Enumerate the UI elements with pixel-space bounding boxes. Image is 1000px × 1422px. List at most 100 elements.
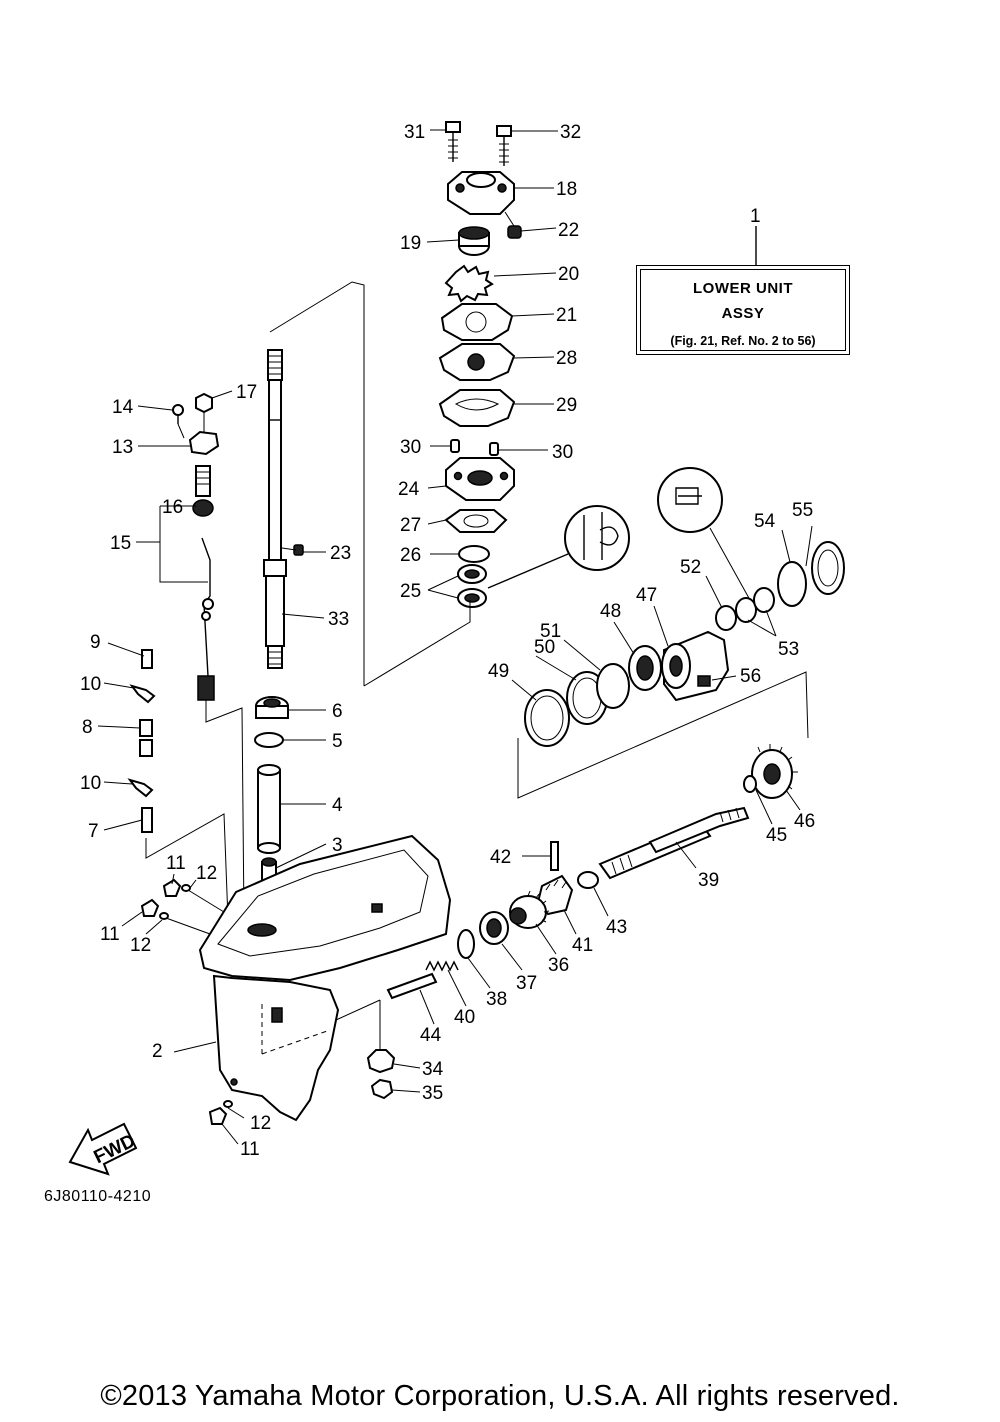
washer-12b[interactable] xyxy=(159,912,169,920)
label-part-6[interactable]: 6 xyxy=(332,701,343,722)
label-part-31[interactable]: 31 xyxy=(404,122,425,143)
label-part-26[interactable]: 26 xyxy=(400,545,421,566)
label-part-10b[interactable]: 10 xyxy=(80,773,101,794)
label-part-24[interactable]: 24 xyxy=(398,479,420,500)
rod-7[interactable] xyxy=(141,807,153,833)
label-part-11a[interactable]: 11 xyxy=(166,853,186,874)
label-part-47[interactable]: 47 xyxy=(636,585,657,606)
shim-49[interactable] xyxy=(524,689,570,747)
bolt-31[interactable] xyxy=(445,121,461,162)
label-part-56[interactable]: 56 xyxy=(740,666,761,687)
clip-10a[interactable] xyxy=(129,684,156,704)
label-part-45[interactable]: 45 xyxy=(766,825,787,846)
label-part-8[interactable]: 8 xyxy=(82,717,93,738)
bolt-11c[interactable] xyxy=(208,1106,228,1125)
label-part-32[interactable]: 32 xyxy=(560,122,581,143)
label-part-49[interactable]: 49 xyxy=(488,661,509,682)
gasket-29[interactable] xyxy=(438,389,516,427)
joint-8[interactable] xyxy=(139,719,153,737)
o-ring-51[interactable] xyxy=(596,663,630,709)
oil-seal-53a[interactable] xyxy=(735,597,757,623)
oil-seals-25[interactable] xyxy=(457,564,487,608)
taper-bearing-37[interactable] xyxy=(479,911,509,945)
pump-case-24[interactable] xyxy=(445,457,515,501)
bearing-48[interactable] xyxy=(628,645,662,691)
label-part-16[interactable]: 16 xyxy=(162,497,183,518)
oil-seal-53b[interactable] xyxy=(753,587,775,613)
label-part-52[interactable]: 52 xyxy=(680,557,701,578)
label-part-7[interactable]: 7 xyxy=(88,821,99,842)
label-part-4[interactable]: 4 xyxy=(332,795,343,816)
grommet-16[interactable] xyxy=(192,465,214,517)
shift-cam-13[interactable] xyxy=(188,430,220,456)
label-part-19[interactable]: 19 xyxy=(400,233,421,254)
washer-45[interactable] xyxy=(743,775,757,793)
forward-gear-36[interactable] xyxy=(509,890,550,929)
label-part-53[interactable]: 53 xyxy=(778,639,799,660)
label-part-42[interactable]: 42 xyxy=(490,847,511,868)
label-part-33[interactable]: 33 xyxy=(328,609,349,630)
label-part-55[interactable]: 55 xyxy=(792,500,813,521)
label-part-35[interactable]: 35 xyxy=(422,1083,443,1104)
label-part-38[interactable]: 38 xyxy=(486,989,507,1010)
lower-case-2[interactable] xyxy=(198,834,452,1122)
label-part-22[interactable]: 22 xyxy=(558,220,579,241)
pinion-34[interactable] xyxy=(366,1049,396,1074)
impeller-20[interactable] xyxy=(444,264,494,303)
clip-10b[interactable] xyxy=(127,778,154,798)
bolt-32[interactable] xyxy=(496,125,512,166)
label-part-30b[interactable]: 30 xyxy=(552,442,573,463)
label-part-12a[interactable]: 12 xyxy=(196,863,217,884)
label-part-40[interactable]: 40 xyxy=(454,1007,475,1028)
shift-plunger-44[interactable] xyxy=(386,972,438,1000)
label-part-36[interactable]: 36 xyxy=(548,955,569,976)
washer-5[interactable] xyxy=(254,732,284,748)
label-part-30a[interactable]: 30 xyxy=(400,437,421,458)
label-part-3[interactable]: 3 xyxy=(332,835,343,856)
o-ring-26[interactable] xyxy=(458,545,490,563)
prop-shaft-housing-47[interactable] xyxy=(661,630,730,702)
label-part-46[interactable]: 46 xyxy=(794,811,815,832)
shim-38[interactable] xyxy=(457,929,475,959)
label-part-12c[interactable]: 12 xyxy=(250,1113,271,1134)
label-part-48[interactable]: 48 xyxy=(600,601,621,622)
label-part-12b[interactable]: 12 xyxy=(130,935,151,956)
bolt-11b[interactable] xyxy=(140,898,160,917)
label-part-5[interactable]: 5 xyxy=(332,731,343,752)
drive-shaft-33[interactable] xyxy=(263,349,287,669)
label-part-50[interactable]: 50 xyxy=(534,637,555,658)
reverse-gear-46[interactable] xyxy=(751,744,798,799)
key-56[interactable] xyxy=(697,675,711,687)
label-part-27[interactable]: 27 xyxy=(400,515,421,536)
grommet-22[interactable] xyxy=(507,225,522,239)
label-part-44[interactable]: 44 xyxy=(420,1025,442,1046)
bearing-52[interactable] xyxy=(715,605,737,631)
label-part-21[interactable]: 21 xyxy=(556,305,577,326)
bearing-6[interactable] xyxy=(255,696,289,719)
label-part-20[interactable]: 20 xyxy=(558,264,579,285)
label-part-43[interactable]: 43 xyxy=(606,917,627,938)
pin-9[interactable] xyxy=(141,649,153,669)
insert-cartridge-19[interactable] xyxy=(458,226,490,256)
label-part-10a[interactable]: 10 xyxy=(80,674,101,695)
label-part-2[interactable]: 2 xyxy=(152,1041,163,1062)
label-part-51[interactable]: 51 xyxy=(540,621,561,642)
label-ref-1[interactable]: 1 xyxy=(750,206,761,227)
gasket-21[interactable] xyxy=(440,303,514,341)
screw-14[interactable] xyxy=(172,404,184,424)
label-part-17[interactable]: 17 xyxy=(236,382,257,403)
label-part-34[interactable]: 34 xyxy=(422,1059,444,1080)
spring-40[interactable] xyxy=(425,960,459,972)
washer-12c[interactable] xyxy=(223,1100,233,1108)
label-part-41[interactable]: 41 xyxy=(572,935,593,956)
label-part-11b[interactable]: 11 xyxy=(100,924,120,945)
label-part-13[interactable]: 13 xyxy=(112,437,133,458)
nut-35[interactable] xyxy=(370,1078,394,1100)
label-part-11c[interactable]: 11 xyxy=(240,1139,260,1160)
label-part-18[interactable]: 18 xyxy=(556,179,577,200)
label-part-23[interactable]: 23 xyxy=(330,543,351,564)
pin-42[interactable] xyxy=(550,841,559,871)
label-part-29[interactable]: 29 xyxy=(556,395,577,416)
nut-17[interactable] xyxy=(195,392,213,414)
label-part-54[interactable]: 54 xyxy=(754,511,776,532)
